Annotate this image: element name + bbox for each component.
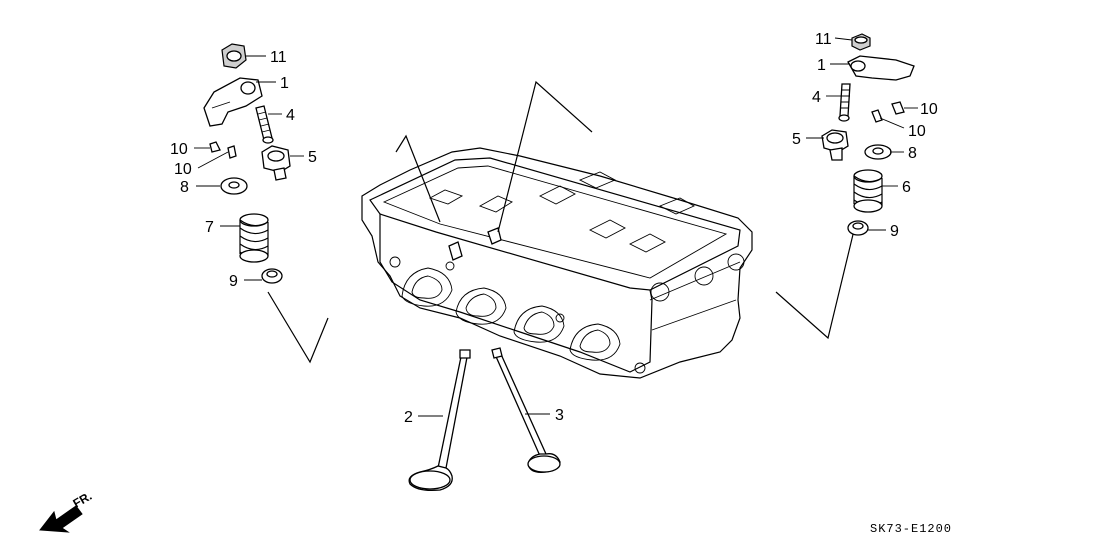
front-arrow-icon [39, 505, 83, 533]
right-valve-train [821, 33, 915, 236]
callout-right-keeper-b: 10 [908, 123, 926, 140]
intake-valve-part [408, 349, 471, 492]
left-stem-seal [261, 268, 283, 284]
right-valve-spring [853, 169, 883, 213]
left-valve-spring [239, 213, 269, 263]
right-stem-seal [847, 220, 869, 236]
exhaust-ports [401, 267, 621, 361]
callout-labels: 11 1 4 10 10 5 8 7 9 2 3 11 1 4 10 10 5 … [170, 31, 938, 426]
callout-right-rocker-arm: 1 [817, 57, 826, 74]
front-direction-indicator: FR. [39, 489, 94, 533]
callout-right-nut: 11 [815, 31, 832, 48]
cylinder-head [361, 147, 753, 379]
callout-right-nut-5: 5 [792, 131, 801, 148]
right-nut-11 [851, 33, 871, 51]
callout-left-stem-seal: 9 [229, 273, 238, 290]
callout-exhaust-valve: 3 [555, 407, 564, 424]
right-rocker-arm [847, 55, 915, 81]
callout-left-valve-spring: 7 [205, 219, 214, 236]
left-keeper-a [209, 141, 221, 153]
callout-left-keeper-b: 10 [174, 161, 192, 178]
left-valve-train [203, 43, 291, 284]
left-spring-seat [220, 177, 248, 195]
exhaust-valve-part [491, 347, 561, 473]
left-rocker-arm [203, 77, 263, 127]
callout-right-keeper-a: 10 [920, 101, 938, 118]
callout-right-stem-seal: 9 [890, 223, 899, 240]
callout-right-valve-spring: 6 [902, 179, 911, 196]
right-adjust-screw [838, 83, 851, 122]
left-keeper-b [227, 145, 237, 159]
left-nut-5 [261, 145, 291, 181]
callout-left-nut-5: 5 [308, 149, 317, 166]
callout-intake-valve: 2 [404, 409, 413, 426]
right-spring-seat [864, 144, 892, 160]
left-nut-11 [221, 43, 247, 69]
callout-left-rocker-arm: 1 [280, 75, 289, 92]
callout-leaders [194, 37, 918, 417]
right-nut-5 [821, 129, 849, 161]
callout-left-adjust-screw: 4 [286, 107, 295, 124]
left-adjust-screw [255, 105, 274, 144]
callout-right-adjust-screw: 4 [812, 89, 821, 106]
right-keeper-a [891, 101, 905, 115]
callout-left-nut: 11 [270, 49, 287, 66]
callout-left-keeper-a: 10 [170, 141, 188, 158]
group-lines [267, 80, 857, 364]
right-keeper-b [871, 109, 883, 123]
callout-left-spring-seat: 8 [180, 179, 189, 196]
diagram-code: SK73-E1200 [870, 522, 952, 536]
callout-right-spring-seat: 8 [908, 145, 917, 162]
